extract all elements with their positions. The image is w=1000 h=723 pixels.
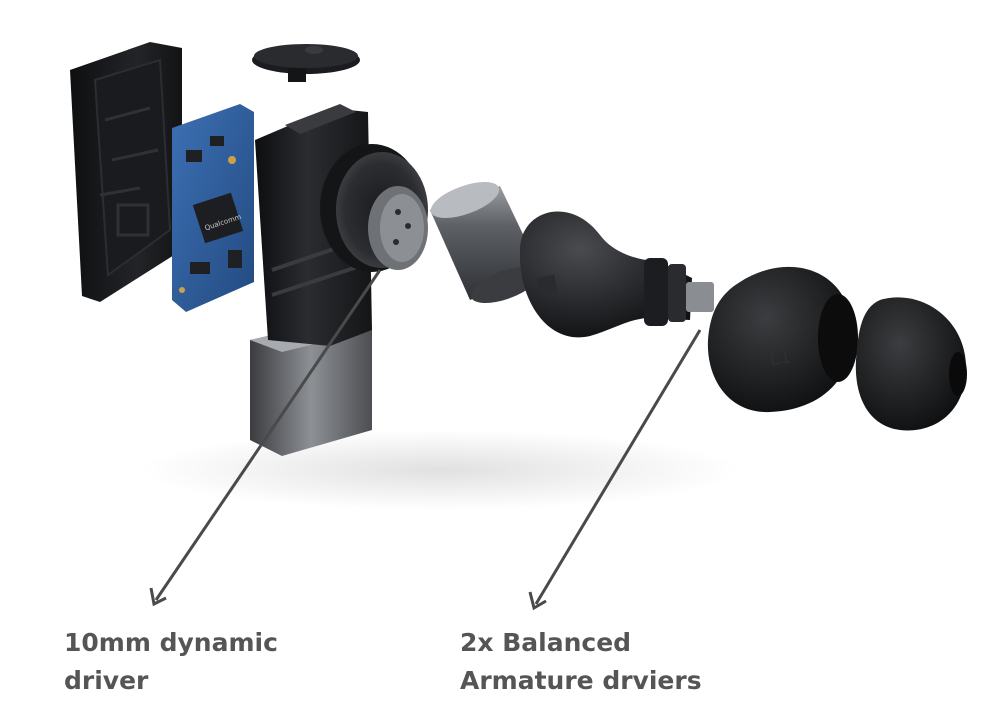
ear-tip-small [855,297,967,431]
ear-tip-large: L1 [707,266,858,413]
label-line: driver [64,666,149,695]
pointer-dynamic-driver [149,269,382,607]
dynamic-driver-unit [320,144,428,272]
label-balanced-armature: 2x Balanced Armature drviers [460,624,780,700]
label-line: Armature drviers [460,666,702,695]
circuit-board: Qualcomm [172,104,254,312]
button-cap [252,44,360,82]
nozzle-with-armature [519,211,714,338]
label-line: 10mm dynamic [64,628,278,657]
housing-shell-cover [70,42,182,302]
label-line: 2x Balanced [460,628,632,657]
floor-shadow [140,430,740,510]
eartip-marking-text: L1 [768,347,792,371]
label-dynamic-driver: 10mm dynamic driver [64,624,364,700]
pointer-balanced-armature [528,329,702,611]
